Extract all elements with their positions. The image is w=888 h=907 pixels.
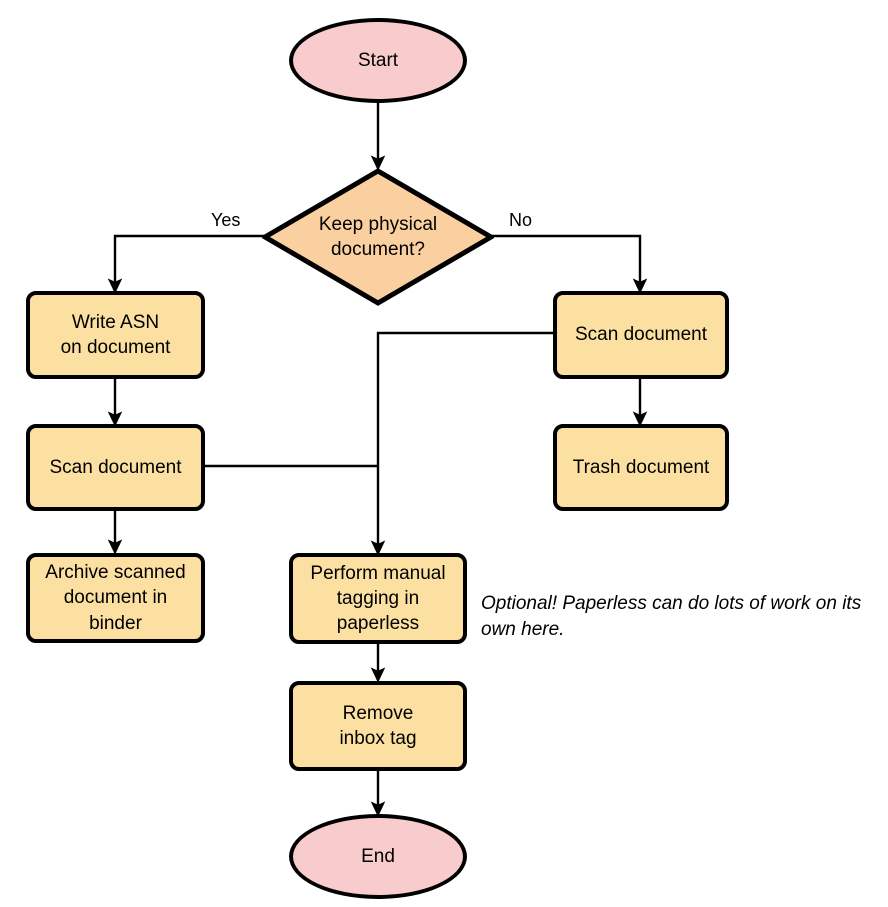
node-remove-inbox-tag[interactable]: Remove inbox tag: [289, 681, 467, 771]
node-write-asn-label: Write ASN on document: [60, 311, 171, 358]
annotation-optional-note: Optional! Paperless can do lots of work …: [481, 593, 862, 641]
node-keep-physical-document[interactable]: Keep physical document?: [262, 168, 494, 306]
node-trash-document-label: Trash document: [572, 456, 710, 478]
node-archive-in-binder[interactable]: Archive scanned document in binder: [26, 553, 205, 643]
node-perform-manual-tagging-label: Perform manual tagging in paperless: [310, 562, 446, 635]
node-keep-physical-document-label: Keep physical document?: [318, 213, 438, 260]
node-scan-document-right[interactable]: Scan document: [553, 291, 729, 379]
node-start-label: Start: [357, 49, 399, 71]
node-trash-document[interactable]: Trash document: [553, 424, 729, 511]
edge-label-yes: Yes: [211, 210, 241, 230]
node-perform-manual-tagging[interactable]: Perform manual tagging in paperless: [289, 553, 467, 644]
node-archive-in-binder-label: Archive scanned document in binder: [45, 562, 186, 634]
node-write-asn[interactable]: Write ASN on document: [26, 291, 205, 379]
decision-diamond-shape: [262, 168, 494, 306]
node-start[interactable]: Start: [289, 18, 467, 103]
edge-decision-no-to-scan-right: [490, 234, 648, 294]
node-end[interactable]: End: [289, 814, 467, 899]
edge-label-no: No: [509, 210, 533, 230]
edge-decision-yes-to-write-asn: [107, 234, 266, 294]
node-scan-document-right-label: Scan document: [574, 324, 708, 346]
node-end-label: End: [361, 845, 395, 867]
node-scan-document-left[interactable]: Scan document: [26, 424, 205, 511]
node-scan-document-left-label: Scan document: [49, 456, 182, 478]
edge-scan-right-to-tagging: [370, 331, 553, 556]
node-remove-inbox-tag-label: Remove inbox tag: [339, 702, 417, 749]
